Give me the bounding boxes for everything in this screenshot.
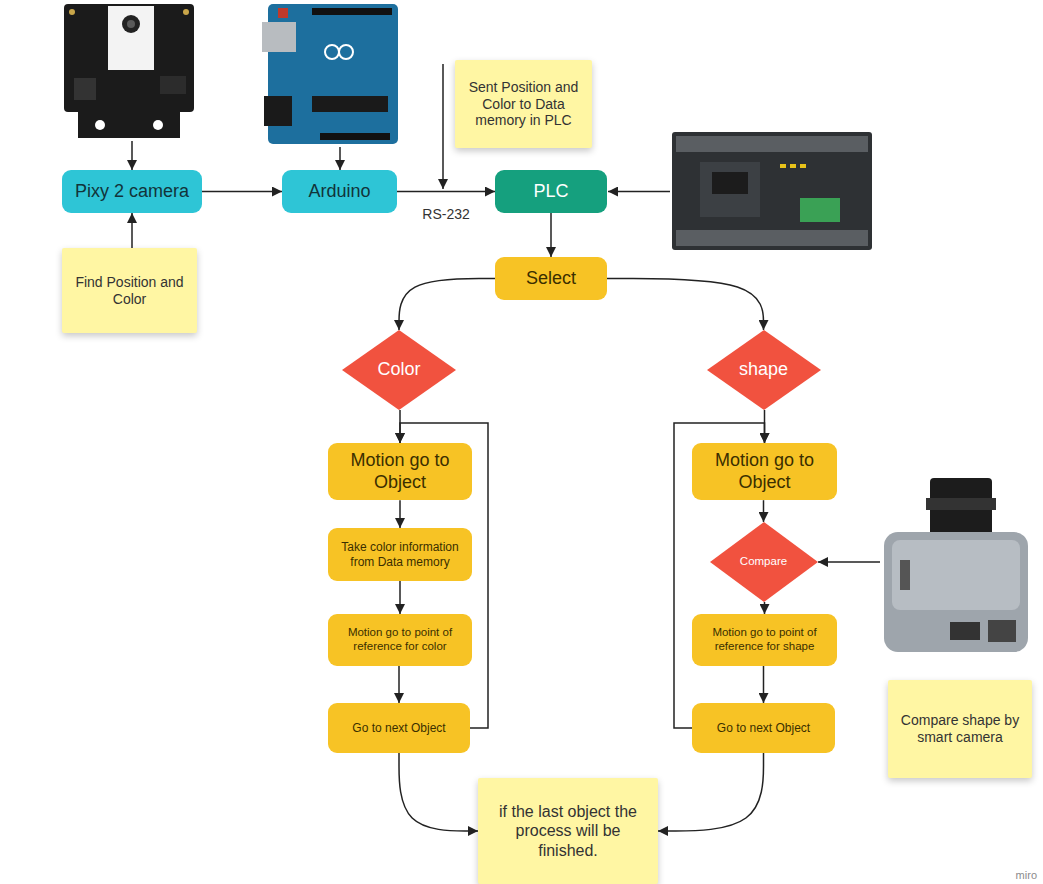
port: [988, 620, 1016, 642]
flow-arrow: [398, 666, 400, 703]
usb-port: [262, 22, 296, 52]
box-label: Take color information from Data memory: [334, 540, 466, 569]
pad: [69, 9, 75, 15]
box-label: Compare shape by smart camera: [898, 712, 1022, 746]
box-label: Find Position and Color: [72, 274, 187, 308]
process-box: PLC: [495, 170, 607, 213]
led: [790, 164, 796, 168]
camera-face: [892, 540, 1020, 610]
camera-lens: [122, 15, 140, 33]
box-label: if the last object the process will be f…: [488, 802, 648, 860]
process-box: Go to next Object: [328, 703, 470, 753]
box-label: shape: [739, 359, 788, 381]
flow-arrow: [131, 213, 133, 248]
box-label: Color: [377, 359, 420, 381]
diamond-fill: [342, 330, 456, 410]
power-jack: [264, 96, 292, 126]
box-label: Motion go to point of reference for shap…: [698, 626, 831, 654]
leader-arrow: [818, 561, 880, 563]
box-label: Motion go to point of reference for colo…: [334, 626, 466, 654]
decision-diamond: Color: [342, 330, 456, 410]
box-label: Motion go to Object: [334, 450, 466, 493]
arduino-photo: [262, 4, 398, 144]
plc-photo: [672, 132, 872, 250]
plc-body: [672, 132, 872, 250]
edge-label: RS-232: [419, 206, 472, 222]
sticky-note: Find Position and Color: [62, 248, 197, 333]
flow-arrow: [607, 279, 764, 331]
flow-arrow: [397, 191, 495, 193]
process-box: Motion go to Object: [328, 443, 472, 500]
logo: [339, 45, 353, 59]
chip: [74, 78, 96, 100]
leader-arrow: [608, 191, 670, 193]
chip: [160, 76, 186, 94]
terminal-strip: [676, 230, 868, 246]
sticky-note: Sent Position and Color to Data memory i…: [455, 60, 592, 148]
box-label: Compare: [740, 555, 787, 569]
box-label: Select: [526, 268, 576, 290]
box-label: Motion go to Object: [698, 450, 831, 493]
leader-arrow: [339, 147, 341, 170]
mount-hole: [95, 120, 105, 130]
box-label: PLC: [533, 181, 568, 203]
decision-diamond: shape: [707, 330, 821, 410]
pixy-board: [64, 4, 194, 112]
flow-arrow: [399, 500, 401, 528]
connector: [800, 198, 840, 222]
terminal-strip: [676, 136, 868, 152]
panel: [700, 162, 760, 217]
reset-button: [278, 8, 288, 18]
flow-arrow: [658, 753, 764, 831]
flow-arrow: [202, 191, 282, 193]
diamond-fill: [707, 330, 821, 410]
box-label: Go to next Object: [352, 721, 445, 735]
diamond-fill: [710, 522, 818, 602]
flow-arrow: [763, 666, 765, 703]
process-box: Motion go to point of reference for colo…: [328, 614, 472, 666]
flow-arrow: [399, 581, 401, 614]
flow-arrow: [550, 213, 552, 257]
decision-diamond: Compare: [710, 522, 818, 602]
pixy-tab: [78, 108, 180, 138]
logo: [325, 45, 339, 59]
lens-ring: [926, 498, 996, 510]
process-box: Motion go to point of reference for shap…: [692, 614, 837, 666]
port: [950, 622, 980, 640]
mount-hole: [153, 120, 163, 130]
smart-camera-photo: [884, 478, 1028, 652]
box-label: Sent Position and Color to Data memory i…: [465, 79, 582, 129]
process-box: Go to next Object: [692, 703, 835, 753]
pixy-camera-photo: [64, 4, 194, 138]
flow-arrow: [763, 500, 765, 522]
process-box: Pixy 2 camera: [62, 170, 202, 213]
box-label: Arduino: [308, 181, 370, 203]
flow-arrow: [399, 279, 495, 331]
sticky-note: if the last object the process will be f…: [478, 778, 658, 884]
camera-body: [884, 532, 1028, 652]
watermark-text: miro: [1016, 869, 1037, 881]
pad: [183, 9, 189, 15]
leader-arrow: [442, 64, 444, 189]
flow-arrow: [399, 753, 478, 831]
led: [800, 164, 806, 168]
flow-arrow: [764, 602, 766, 614]
led: [780, 164, 786, 168]
box-label: Pixy 2 camera: [75, 181, 189, 203]
process-box: Motion go to Object: [692, 443, 837, 500]
serial-port: [712, 172, 748, 194]
leader-arrow: [131, 141, 133, 170]
sticky-note: Compare shape by smart camera: [888, 680, 1032, 778]
box-label: Go to next Object: [717, 721, 810, 735]
camera-module: [108, 6, 154, 70]
header: [312, 8, 392, 15]
process-box: Take color information from Data memory: [328, 528, 472, 581]
camera-lens: [127, 20, 135, 28]
chip: [312, 96, 388, 112]
process-box: Select: [495, 257, 607, 300]
status-bar: [900, 560, 910, 590]
process-box: Arduino: [282, 170, 397, 213]
header: [320, 133, 390, 140]
